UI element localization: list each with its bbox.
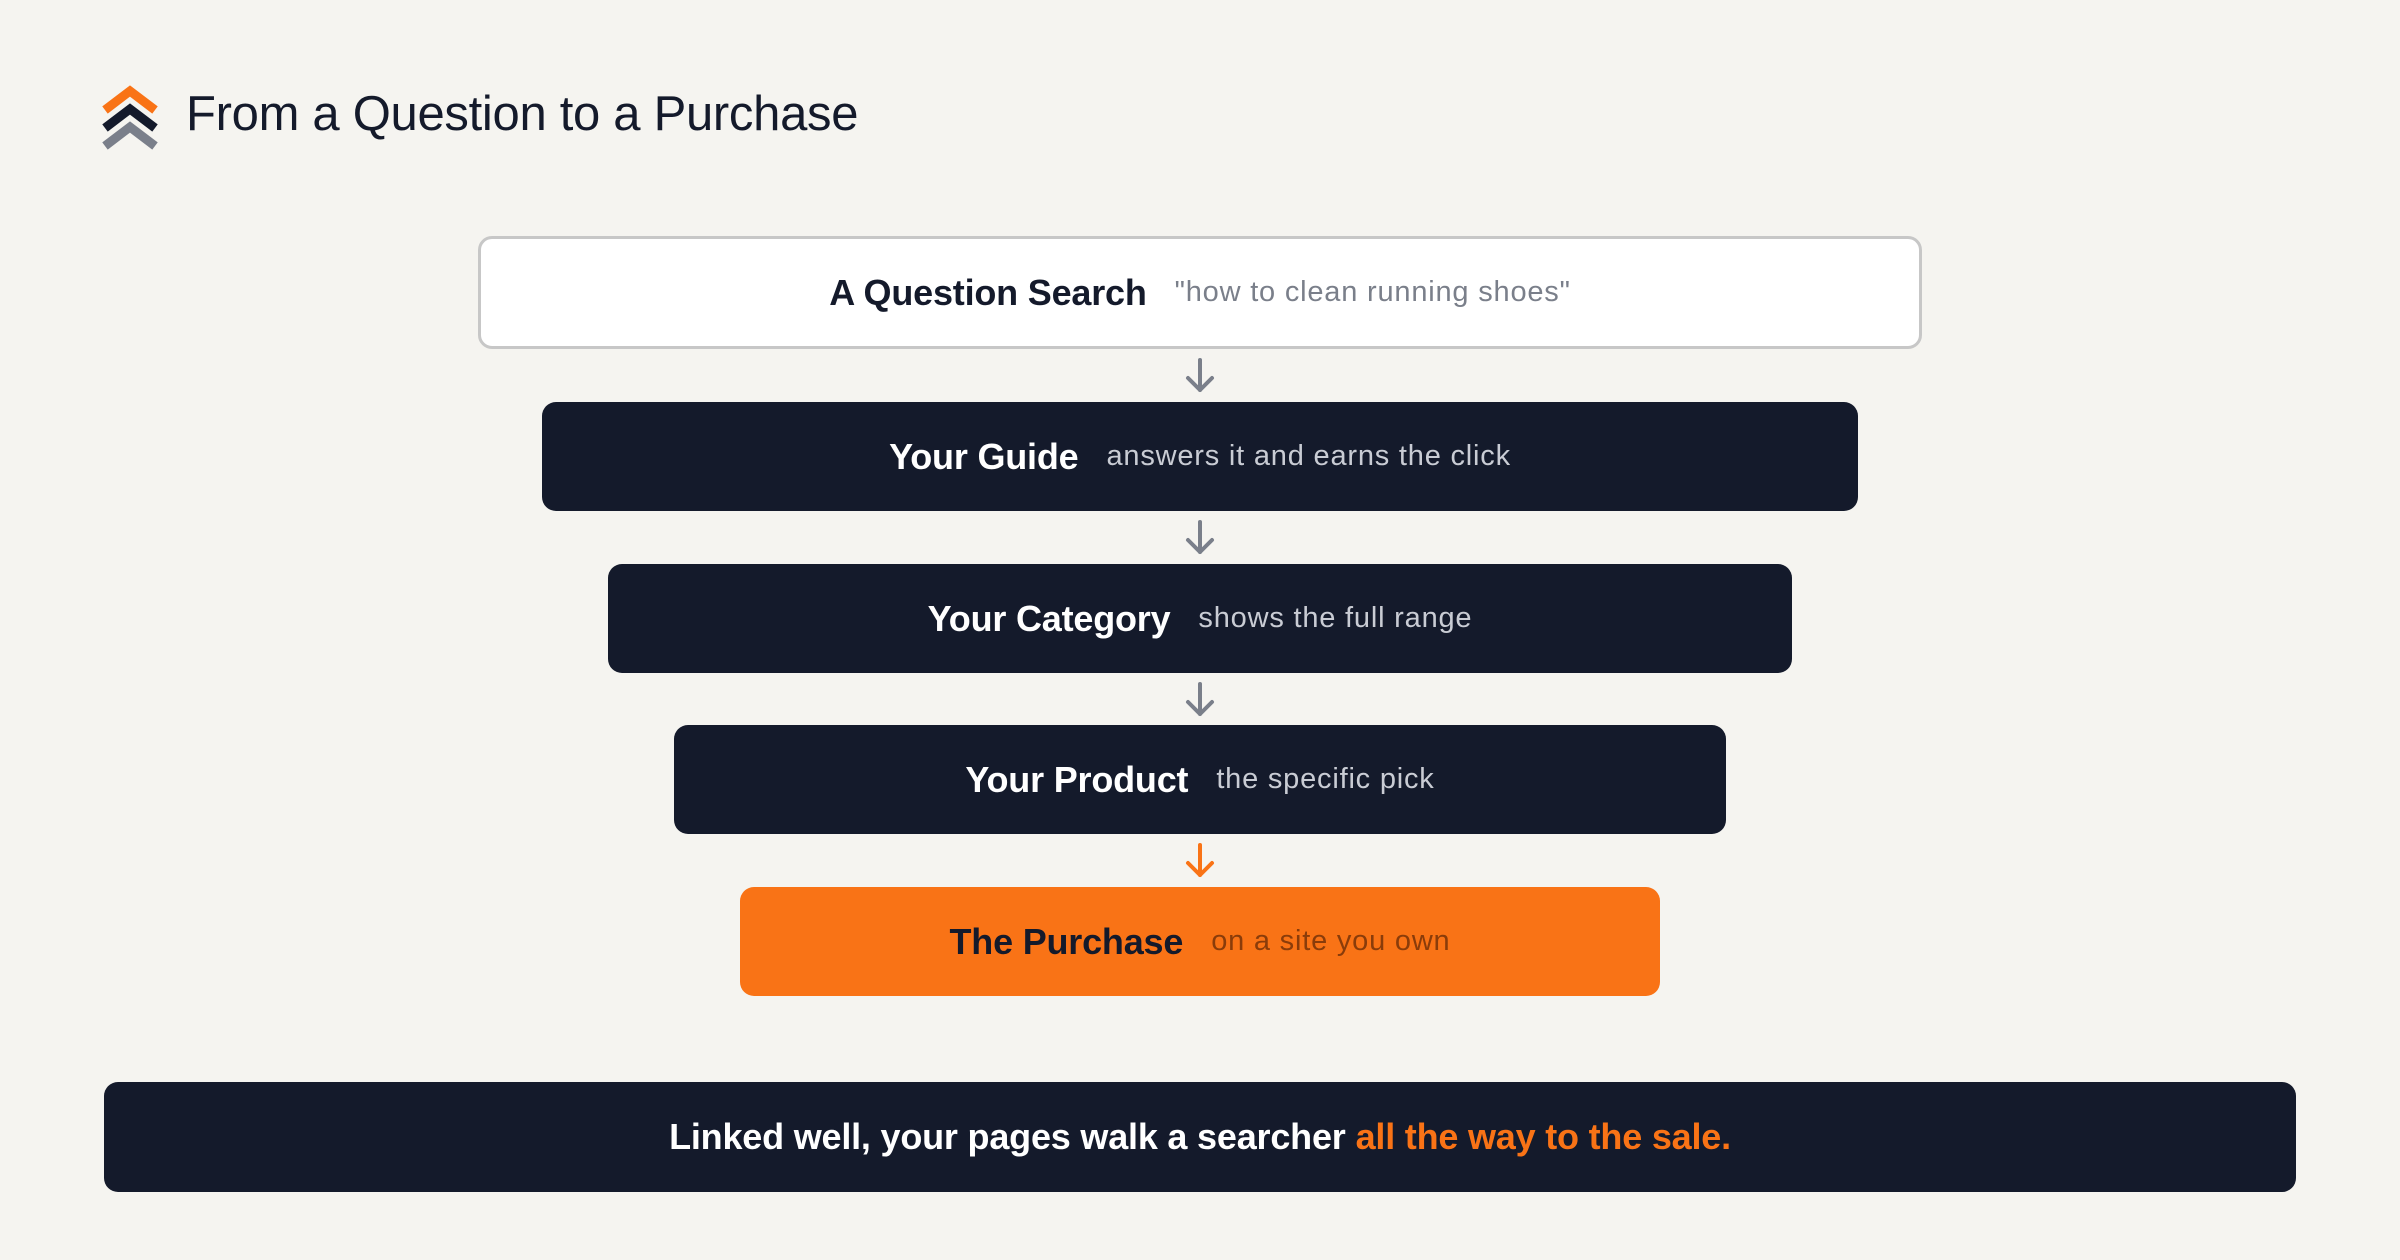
stage-detail: answers it and earns the click: [1106, 440, 1511, 472]
stage-your-guide: Your Guide answers it and earns the clic…: [542, 402, 1858, 511]
stage-label: Your Product: [965, 758, 1189, 800]
stage-your-product: Your Product the specific pick: [674, 725, 1726, 834]
stage-label: Your Category: [927, 597, 1171, 639]
stage-your-category: Your Category shows the full range: [608, 564, 1792, 673]
stage-detail: shows the full range: [1198, 602, 1473, 634]
stage-detail: the specific pick: [1216, 763, 1435, 795]
stage-detail: "how to clean running shoes": [1174, 276, 1571, 308]
banner-lead-text: Linked well, your pages walk a searcher: [669, 1116, 1346, 1157]
stage-detail: on a site you own: [1211, 925, 1451, 957]
stage-label: Your Guide: [889, 435, 1079, 477]
stage-question-search: A Question Search "how to clean running …: [478, 236, 1922, 349]
stage-the-purchase: The Purchase on a site you own: [740, 887, 1660, 996]
page-title: From a Question to a Purchase: [186, 87, 859, 141]
stage-label: A Question Search: [829, 271, 1147, 313]
banner-highlight-text: all the way to the sale.: [1355, 1116, 1732, 1157]
header: From a Question to a Purchase: [102, 76, 858, 152]
arrow-down-icon: [1186, 358, 1214, 392]
arrow-down-icon: [1186, 843, 1214, 877]
double-chevron-up-icon: [102, 85, 158, 150]
arrow-down-icon: [1186, 682, 1214, 716]
summary-banner: Linked well, your pages walk a searcher …: [104, 1082, 2296, 1192]
stage-label: The Purchase: [949, 920, 1184, 962]
arrow-down-icon: [1186, 520, 1214, 554]
